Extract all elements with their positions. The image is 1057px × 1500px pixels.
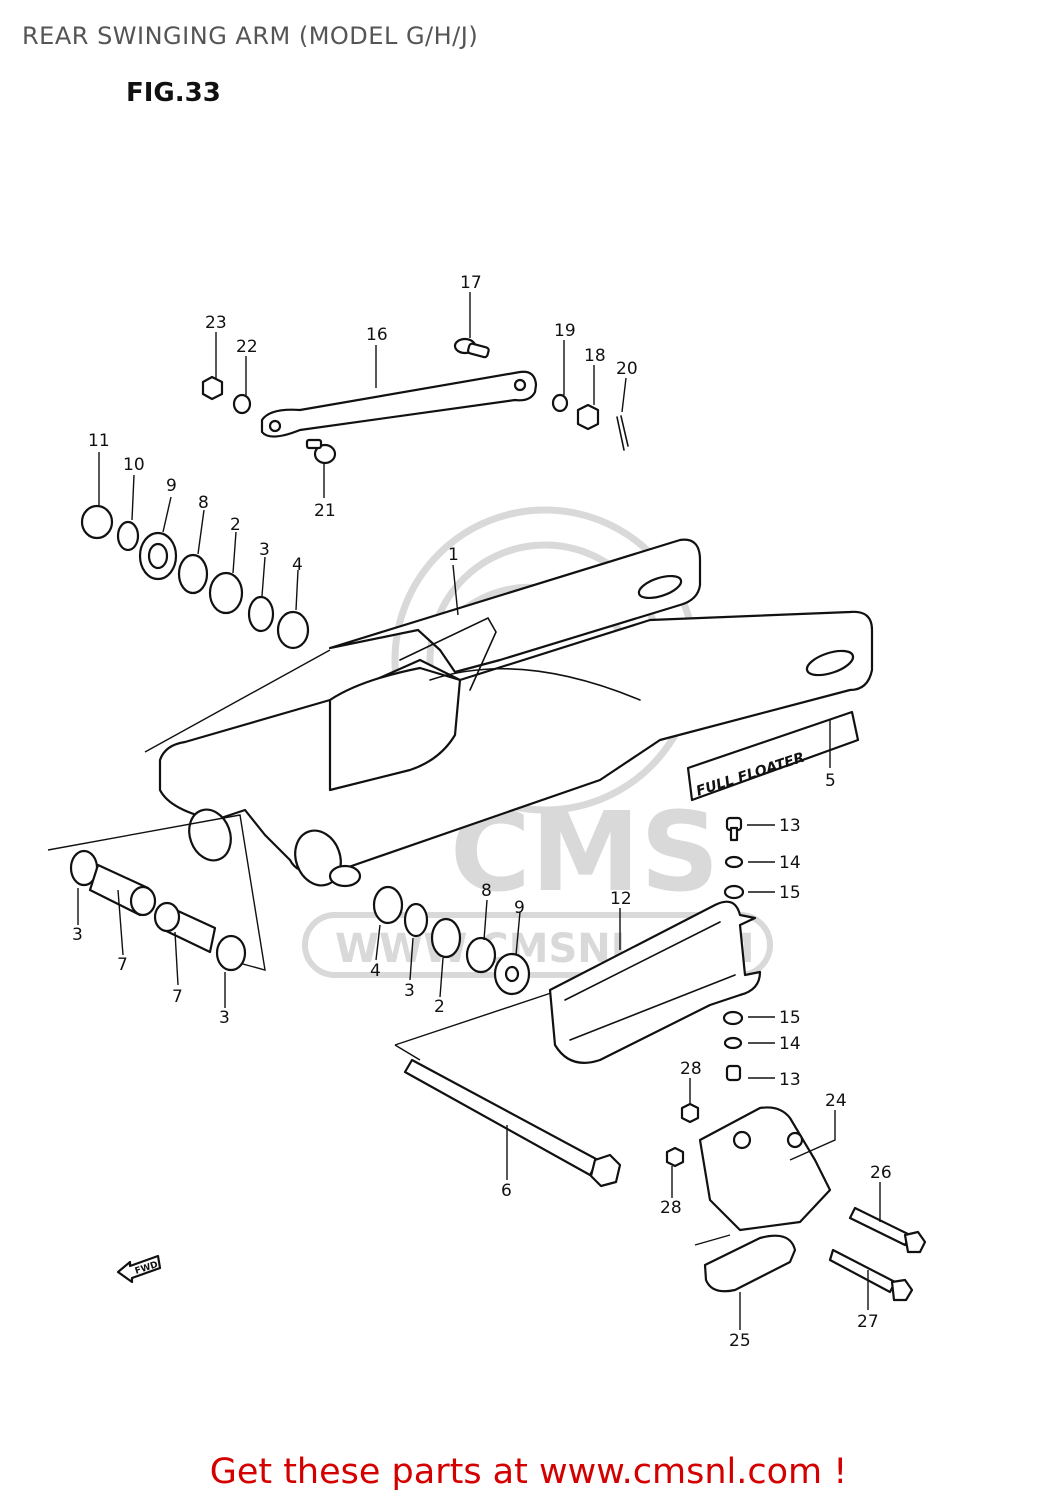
callout-9b: 9 [514, 898, 525, 918]
callout-13a: 13 [779, 816, 801, 836]
callout-3a: 3 [259, 540, 270, 560]
callout-23: 23 [205, 313, 227, 333]
callout-2b: 2 [434, 997, 445, 1017]
callout-28a: 28 [680, 1059, 702, 1079]
callout-11: 11 [88, 431, 110, 451]
callout-4a: 4 [292, 555, 303, 575]
callout-17: 17 [460, 273, 482, 293]
callout-9a: 9 [166, 476, 177, 496]
callout-4b: 4 [370, 961, 381, 981]
leader-lines [77, 292, 881, 1330]
pivot-bushings-left [69, 849, 247, 972]
callout-15b: 15 [779, 1008, 801, 1028]
callout-3c: 3 [219, 1008, 230, 1028]
swing-arm: FULL FLOATER [158, 538, 874, 888]
callout-14b: 14 [779, 1034, 801, 1054]
callout-26: 26 [870, 1163, 892, 1183]
pivot-stack-upper [80, 504, 310, 650]
callout-25: 25 [729, 1331, 751, 1351]
callout-20: 20 [616, 359, 638, 379]
callout-1: 1 [448, 545, 459, 565]
callout-13b: 13 [779, 1070, 801, 1090]
callout-22: 22 [236, 337, 258, 357]
callout-10: 10 [123, 455, 145, 475]
callout-21: 21 [314, 501, 336, 521]
callout-7a: 7 [117, 955, 128, 975]
callout-28b: 28 [660, 1198, 682, 1218]
chain-guide [665, 1102, 927, 1302]
callout-3d: 3 [404, 981, 415, 1001]
callout-18: 18 [584, 346, 606, 366]
assembly-lines [47, 649, 731, 1246]
pivot-shaft [403, 1058, 622, 1188]
page-title: REAR SWINGING ARM (MODEL G/H/J) [22, 22, 479, 50]
callout-16: 16 [366, 325, 388, 345]
fwd-arrow-icon: FWD [116, 1254, 162, 1284]
callout-2a: 2 [230, 515, 241, 535]
callout-27: 27 [857, 1312, 879, 1332]
callout-7b: 7 [172, 987, 183, 1007]
pivot-stack-lower [372, 885, 531, 996]
callout-19: 19 [554, 321, 576, 341]
callout-numbers: 1 16 17 23 22 19 18 20 21 11 10 9 8 2 3 … [72, 273, 892, 1351]
callout-6: 6 [501, 1181, 512, 1201]
callout-3b: 3 [72, 925, 83, 945]
parts-diagram: CMS WWW.CMSNL.COM FULL FLOATER [47, 273, 927, 1351]
chain-buffer [548, 900, 762, 1064]
buffer-fasteners [722, 816, 745, 1082]
callout-12: 12 [610, 889, 632, 909]
callout-24: 24 [825, 1091, 847, 1111]
figure-label: FIG.33 [126, 78, 221, 108]
callout-14a: 14 [779, 853, 801, 873]
torque-link [201, 337, 629, 465]
callout-15a: 15 [779, 883, 801, 903]
promo-link[interactable]: Get these parts at www.cmsnl.com ! [209, 1452, 848, 1492]
callout-8a: 8 [198, 493, 209, 513]
callout-8b: 8 [481, 881, 492, 901]
callout-5: 5 [825, 771, 836, 791]
